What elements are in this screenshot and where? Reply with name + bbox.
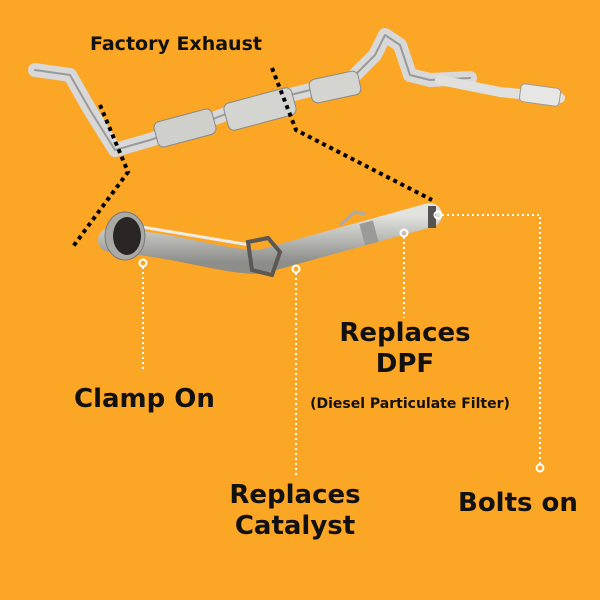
replaces-dpf-label: Replaces DPF xyxy=(320,318,490,380)
dpf-subtitle: (Diesel Particulate Filter) xyxy=(310,396,510,412)
factory-exhaust-title: Factory Exhaust xyxy=(90,33,262,55)
dpf-line1: Replaces xyxy=(339,318,471,348)
connector-right xyxy=(270,67,433,202)
replaces-catalyst-label: Replaces Catalyst xyxy=(215,480,375,542)
leader-lines xyxy=(142,214,541,475)
bolts-on-label: Bolts on xyxy=(458,488,578,518)
connector-left xyxy=(70,104,131,250)
factory-exhaust-image xyxy=(28,28,565,157)
leader-dots xyxy=(138,210,545,473)
catalyst-line1: Replaces xyxy=(229,480,361,510)
catalyst-line2: Catalyst xyxy=(234,511,356,542)
replacement-pipe-image xyxy=(98,203,442,278)
dpf-line2: DPF xyxy=(375,349,435,380)
clamp-on-label: Clamp On xyxy=(74,384,215,414)
